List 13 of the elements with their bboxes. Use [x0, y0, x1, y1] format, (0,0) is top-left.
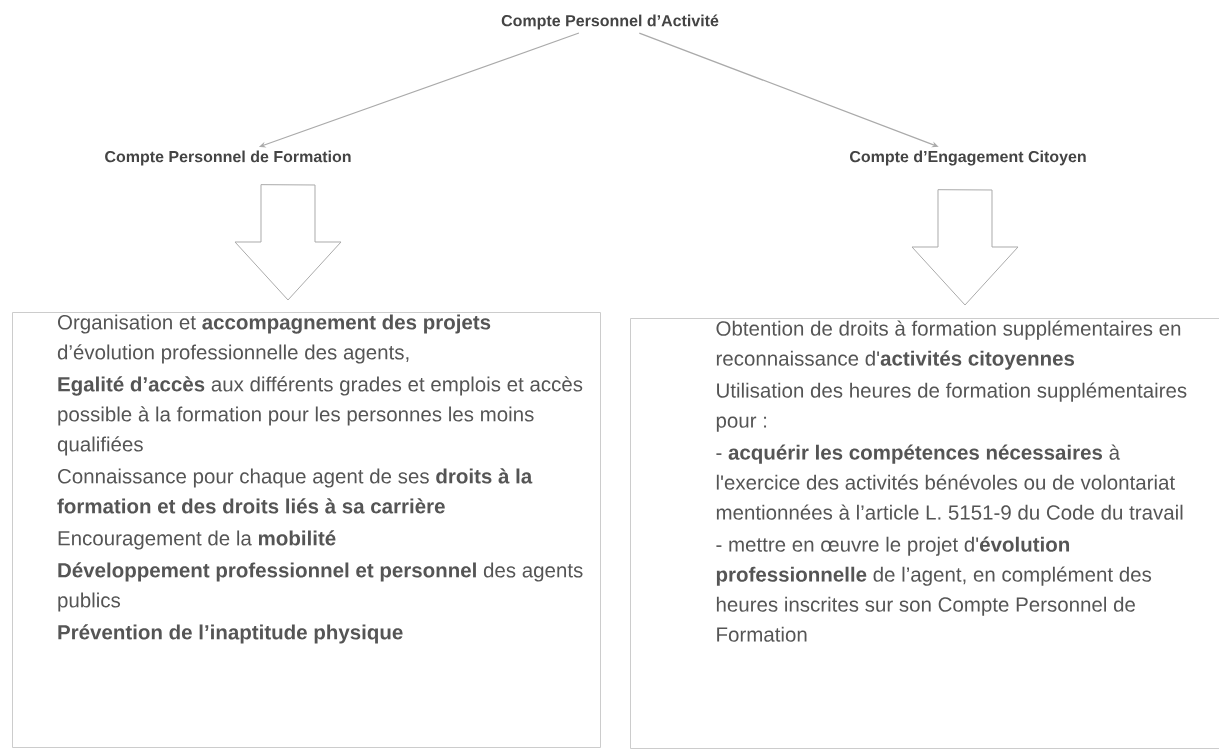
paragraph: Prévention de l’inaptitude physique: [58, 624, 403, 644]
text-panel: [630, 318, 1219, 749]
block-arrow: [234, 184, 342, 301]
paragraph: - mettre en œuvre le projet d'évolution professionnelle de l’agent, en complément des heures inscrites sur son Compte Personnel de Formation: [716, 536, 1152, 642]
heading: Compte Personnel de Formation: [105, 150, 351, 166]
heading: Compte d’Engagement Citoyen: [850, 150, 1086, 166]
paragraph: Développement professionnel et personnel des agents publics: [58, 562, 583, 612]
paragraph: Obtention de droits à formation supplémentaires en reconnaissance d'activités citoyennes: [716, 320, 1181, 370]
paragraph: Encouragement de la mobilité: [58, 530, 336, 550]
heading: Compte Personnel d’Activité: [501, 14, 719, 30]
text-panel: [12, 312, 601, 748]
paragraph: Utilisation des heures de formation supplémentaires pour :: [716, 382, 1187, 432]
block-arrow: [911, 189, 1019, 306]
